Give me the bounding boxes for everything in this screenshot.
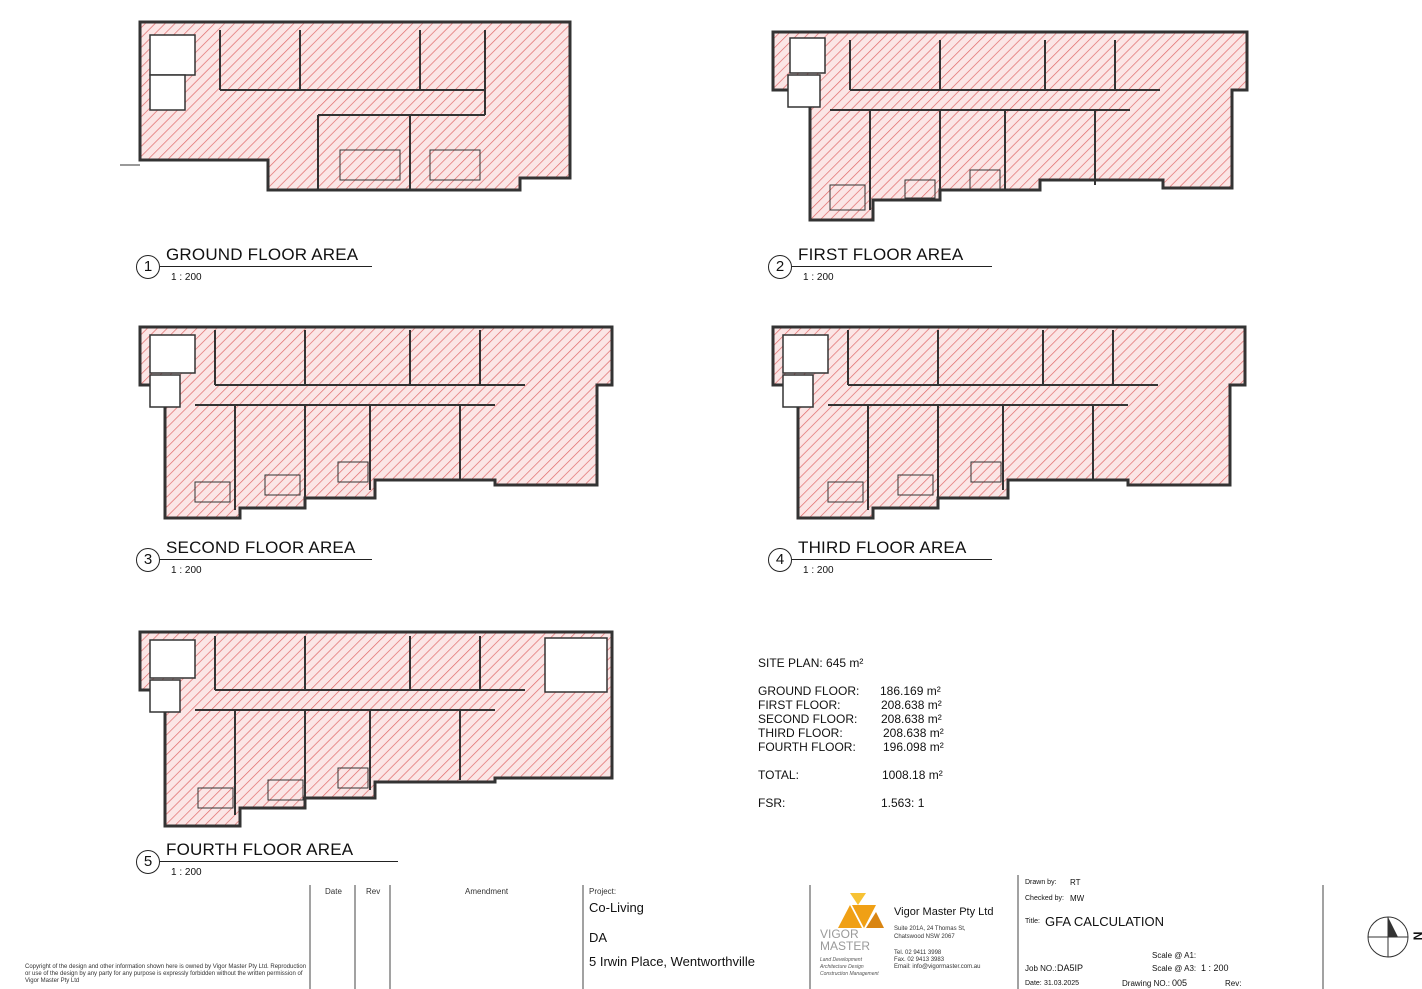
vigor-master-logo	[838, 893, 884, 928]
title-block-frame	[309, 875, 1324, 989]
logo-word-master: MASTER	[820, 939, 871, 953]
checked-by-value: MW	[1070, 894, 1085, 903]
plan-scale: 1 : 200	[171, 272, 202, 283]
scale-a3-value: 1 : 200	[1201, 963, 1229, 973]
plan-number: 2	[768, 255, 792, 279]
project-address: 5 Irwin Place, Wentworthville	[589, 954, 755, 969]
area-row-value: 208.638 m²	[881, 712, 942, 726]
scale-a1-label: Scale @ A1:	[1152, 951, 1197, 960]
area-row-label: FIRST FLOOR:	[758, 698, 841, 712]
plan-scale: 1 : 200	[171, 867, 202, 878]
logo-word-vigor: VIGOR	[820, 927, 859, 941]
company-address-line-2: Chatswood NSW 2067	[894, 934, 955, 940]
job-number-label: Job NO.:	[1025, 964, 1057, 973]
plan-number: 4	[768, 548, 792, 572]
title-label: Title:	[1025, 918, 1040, 925]
logo-tagline: Construction Management	[820, 971, 879, 977]
area-row-label: THIRD FLOOR:	[758, 726, 843, 740]
company-email: Email: info@vigormaster.com.au	[894, 964, 981, 970]
drawing-title: GFA CALCULATION	[1045, 914, 1164, 929]
plan-scale: 1 : 200	[171, 565, 202, 576]
amendment-column-header: Amendment	[465, 887, 509, 896]
company-tel: Tel. 02 9411 3998	[894, 950, 942, 956]
date-label: Date:	[1025, 980, 1042, 987]
area-row-value: 196.098 m²	[883, 740, 944, 754]
north-label: N	[1410, 932, 1422, 941]
area-row-label: GROUND FLOOR:	[758, 684, 860, 698]
company-fax: Fax. 02 9413 3983	[894, 957, 945, 963]
plan-scale: 1 : 200	[803, 565, 834, 576]
rev-label: Rev:	[1225, 979, 1242, 988]
plan-title: GROUND FLOOR AREA	[166, 245, 359, 264]
project-stage: DA	[589, 930, 608, 945]
total-label: TOTAL:	[758, 768, 799, 782]
drawing-number-value: 005	[1172, 978, 1188, 988]
drawn-by-label: Drawn by:	[1025, 879, 1057, 886]
scale-a3-label: Scale @ A3:	[1152, 964, 1197, 973]
drawing-number-label: Drawing NO.:	[1122, 979, 1171, 988]
total-value: 1008.18 m²	[882, 768, 943, 782]
second-floor-plan	[138, 325, 614, 520]
copyright-note: Copyright of the design and other inform…	[25, 964, 307, 984]
ground-floor-plan	[120, 20, 572, 192]
area-row-label: FOURTH FLOOR:	[758, 740, 856, 754]
plan-scale: 1 : 200	[803, 272, 834, 283]
first-floor-plan	[771, 30, 1249, 222]
plan-title: FIRST FLOOR AREA	[798, 245, 964, 264]
fsr-label: FSR:	[758, 796, 786, 810]
area-row-label: SECOND FLOOR:	[758, 712, 858, 726]
date-column-header: Date	[325, 887, 342, 896]
company-address-line-1: Suite 201A, 24 Thomas St,	[894, 926, 966, 932]
logo-tagline: Land Development	[820, 957, 862, 963]
plan-title: THIRD FLOOR AREA	[798, 538, 967, 557]
plan-title: SECOND FLOOR AREA	[166, 538, 356, 557]
date-value: 31.03.2025	[1044, 980, 1080, 987]
area-row-value: 208.638 m²	[881, 698, 942, 712]
company-name: Vigor Master Pty Ltd	[894, 906, 994, 918]
fsr-value: 1.563: 1	[881, 796, 925, 810]
job-number-value: DA5IP	[1057, 963, 1084, 973]
plan-number: 1	[136, 255, 160, 279]
plan-number: 3	[136, 548, 160, 572]
drawn-by-value: RT	[1070, 878, 1081, 887]
north-arrow-icon	[1367, 916, 1409, 958]
checked-by-label: Checked by:	[1025, 895, 1064, 902]
rev-column-header: Rev	[366, 887, 381, 896]
logo-tagline: Architecture Design	[820, 964, 864, 970]
project-label: Project:	[589, 887, 617, 896]
fourth-floor-plan	[138, 630, 614, 828]
area-row-value: 208.638 m²	[883, 726, 944, 740]
third-floor-plan	[771, 325, 1247, 520]
area-row-value: 186.169 m²	[880, 684, 941, 698]
plan-number: 5	[136, 850, 160, 874]
project-name: Co-Living	[589, 900, 644, 915]
plan-title: FOURTH FLOOR AREA	[166, 840, 354, 859]
site-plan-area: SITE PLAN: 645 m²	[758, 656, 864, 670]
